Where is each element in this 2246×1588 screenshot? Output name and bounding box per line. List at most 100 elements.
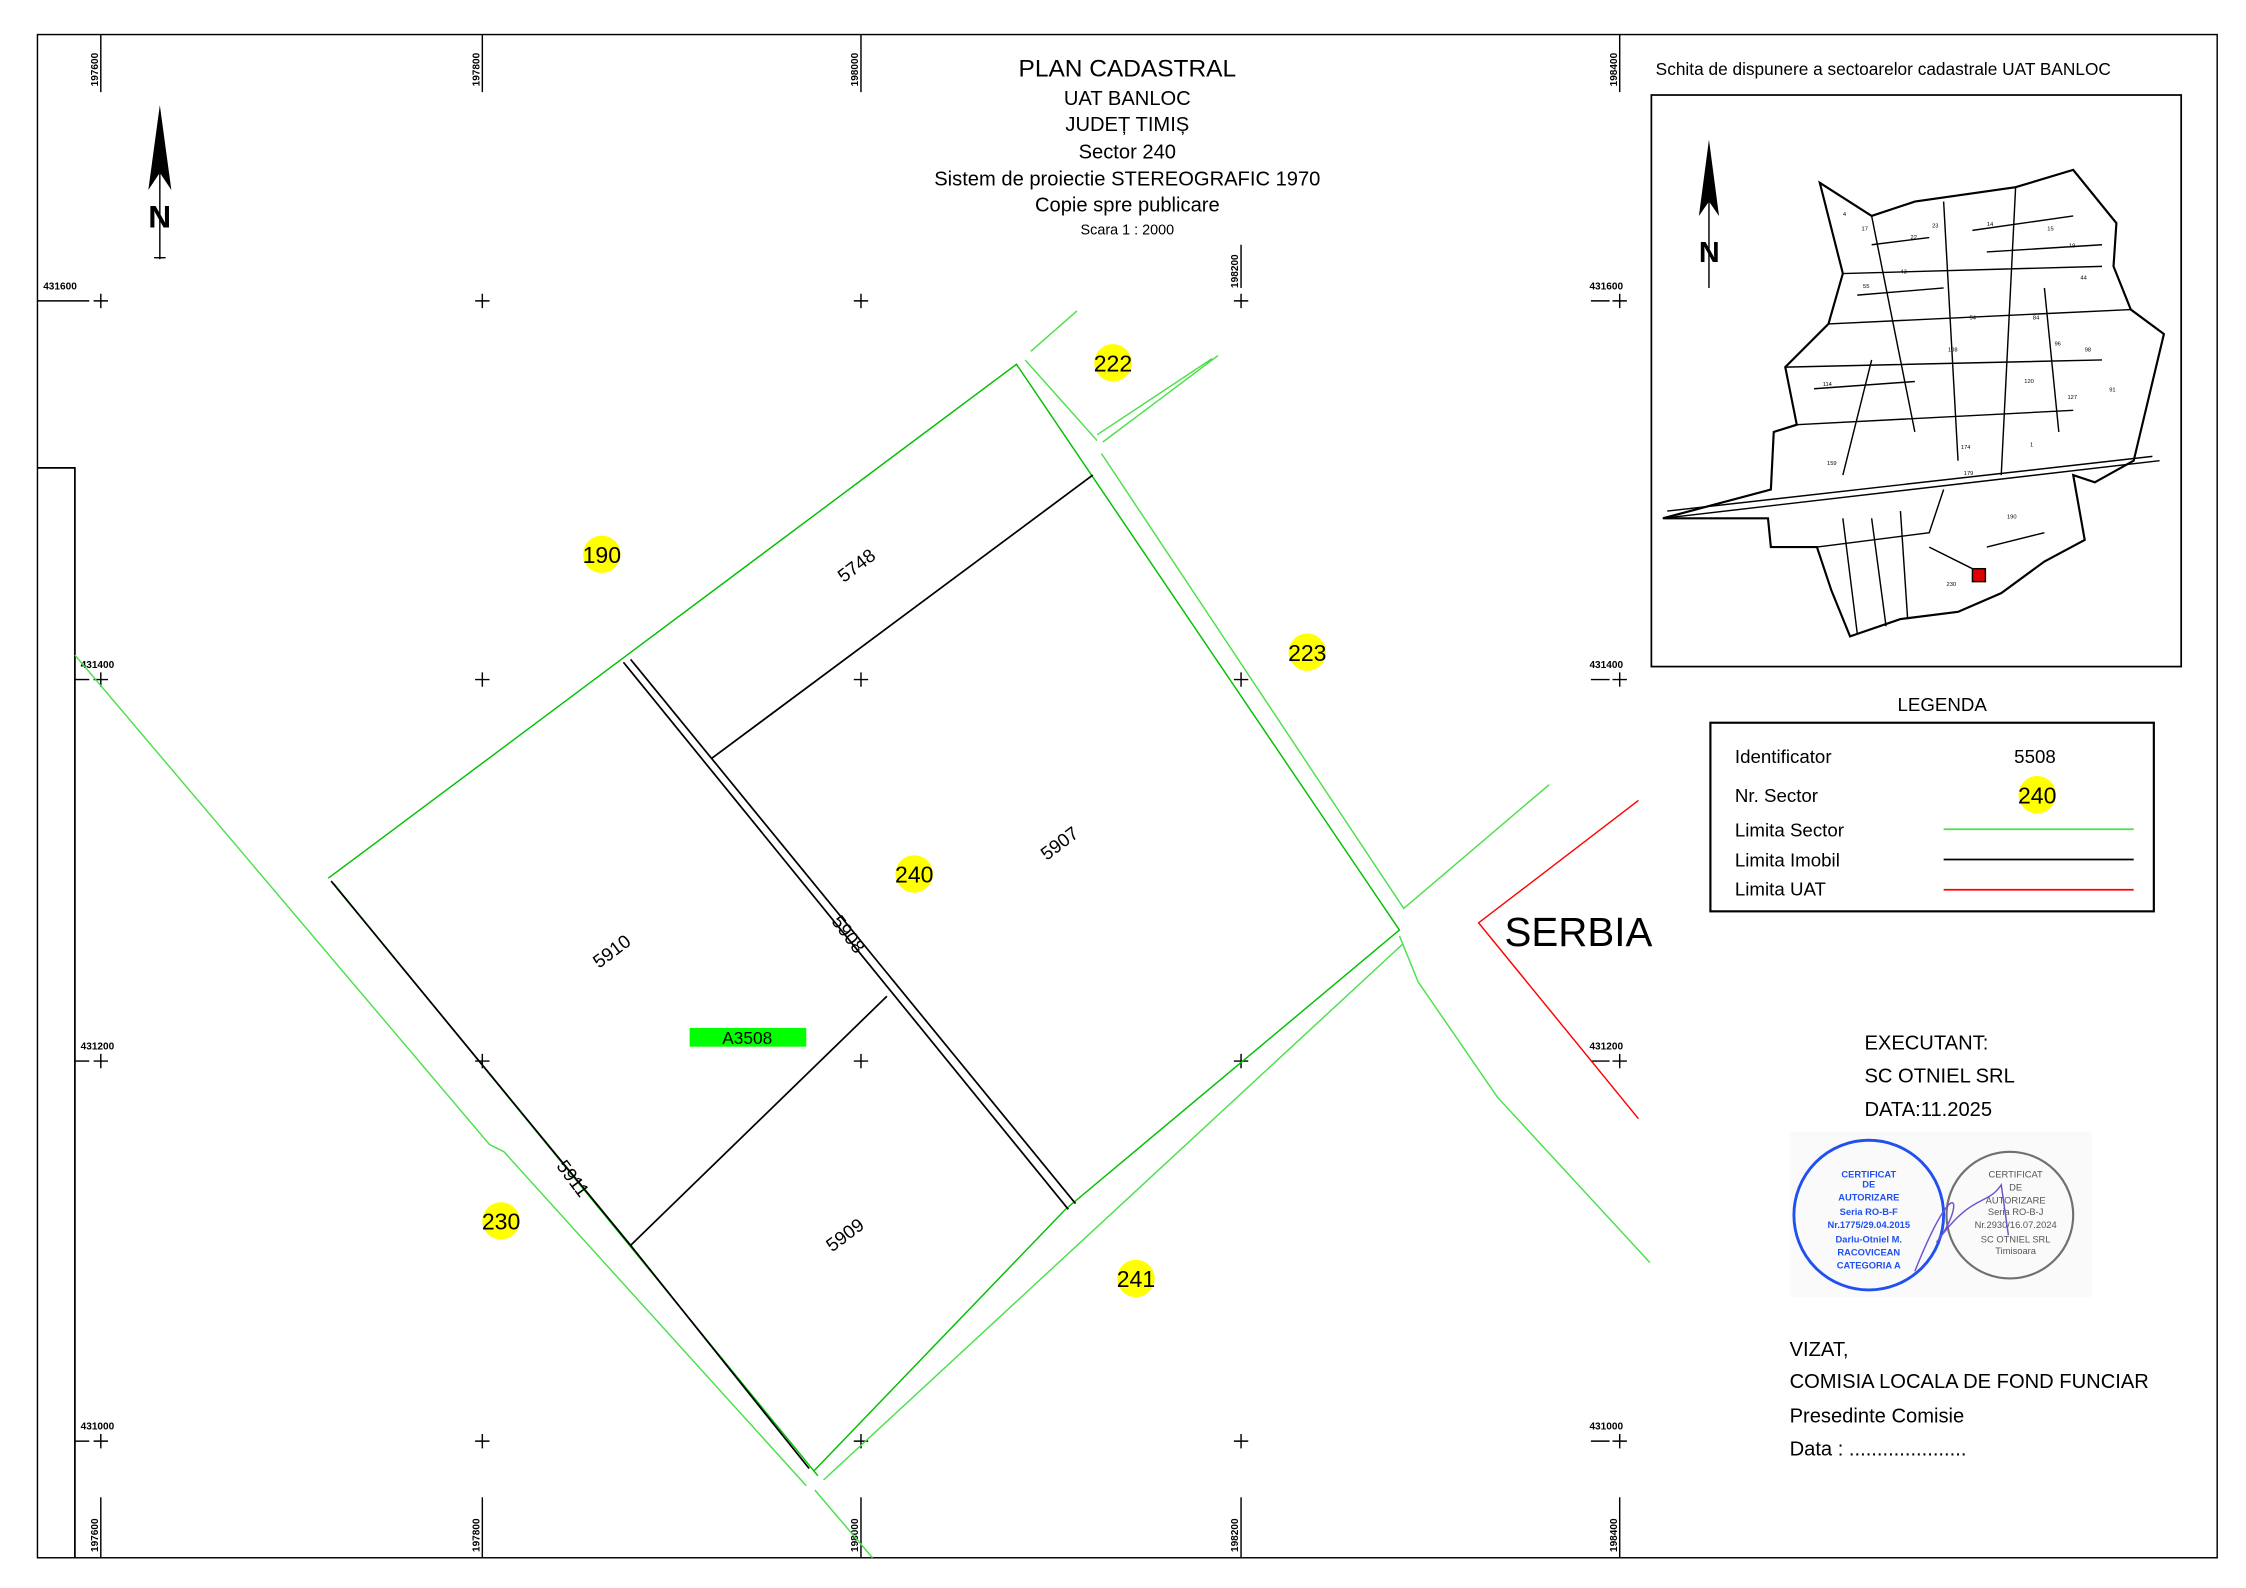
inset-label: 44 xyxy=(2080,275,2087,281)
sector-marker: 190 xyxy=(583,542,621,568)
x-tick-label: 198000 xyxy=(850,52,861,86)
map-frame xyxy=(36,33,2218,1559)
svg-text:SC OTNIEL SRL: SC OTNIEL SRL xyxy=(1981,1234,2051,1244)
inset-label: 120 xyxy=(2024,379,2034,385)
legend-identificator-label: Identificator xyxy=(1735,746,1832,767)
inset-label: 98 xyxy=(2085,347,2091,353)
x-tick-label: 197800 xyxy=(471,52,482,86)
x-tick-label: 197800 xyxy=(471,1518,482,1552)
legend-item-label: Limita UAT xyxy=(1735,878,1826,899)
inset-label: 127 xyxy=(2067,395,2077,401)
grid-cross xyxy=(853,293,869,309)
inset-label: 190 xyxy=(2007,514,2017,520)
svg-text:Nr.2930/16.07.2024: Nr.2930/16.07.2024 xyxy=(1975,1220,2057,1230)
inset-label: 14 xyxy=(1987,222,1994,228)
sector-markers: 190 222 223 240 230 241 xyxy=(482,344,1326,1298)
y-tick-label: 431000 xyxy=(81,1422,115,1433)
svg-text:AUTORIZARE: AUTORIZARE xyxy=(1986,1196,2046,1206)
title-block: PLAN CADASTRAL UAT BANLOC JUDEȚ TIMIȘ Se… xyxy=(934,55,1320,238)
x-tick-label: 197600 xyxy=(90,1518,101,1552)
north-label: N xyxy=(148,198,171,234)
inset-label: 19 xyxy=(2069,244,2075,250)
grid-x-labels-top: 197600 197800 198000 198200 198400 xyxy=(90,34,1621,288)
inset-label: 108 xyxy=(1948,347,1958,353)
uat-name: UAT BANLOC xyxy=(1064,88,1191,110)
parcel-label: 5908 xyxy=(828,911,870,957)
grid-y-labels: 431600 431400 431200 431000 431600 43140… xyxy=(37,281,1623,1442)
legend-identificator-value: 5508 xyxy=(2014,746,2056,767)
grid-cross xyxy=(93,293,109,309)
uat-limit xyxy=(1477,799,1639,1120)
x-tick-label: 198400 xyxy=(1609,52,1620,86)
inset-label: 159 xyxy=(1827,461,1837,467)
highlight-box xyxy=(689,1027,807,1047)
y-tick-label: 431200 xyxy=(81,1042,115,1053)
inset-label: 230 xyxy=(1947,582,1957,588)
grid-cross xyxy=(475,293,490,309)
vizat-date: Data : ..................... xyxy=(1790,1439,1967,1461)
commission-name: COMISIA LOCALA DE FOND FUNCIAR xyxy=(1790,1371,2149,1393)
inset-label: 54 xyxy=(1970,316,1977,322)
country-label: SERBIA xyxy=(1505,910,1653,955)
inset-label: 91 xyxy=(2109,388,2115,394)
svg-text:Seria RO-B-F: Seria RO-B-F xyxy=(1840,1207,1898,1217)
executant-company: SC OTNIEL SRL xyxy=(1864,1066,2014,1088)
x-tick-label: 198400 xyxy=(1609,1518,1620,1552)
svg-text:AUTORIZARE: AUTORIZARE xyxy=(1838,1193,1899,1203)
y-tick-label: 431200 xyxy=(1589,1042,1623,1053)
y-tick-label: 431600 xyxy=(43,281,77,292)
inset-map xyxy=(1662,168,2166,638)
x-tick-label: 198200 xyxy=(1230,1518,1241,1552)
copy-note: Copie spre publicare xyxy=(1035,195,1220,217)
inset-title: Schita de dispunere a sectoarelor cadast… xyxy=(1656,59,2111,79)
left-inner-border xyxy=(37,467,76,1558)
grid-cross xyxy=(853,672,869,687)
scale-label: Scara 1 : 2000 xyxy=(1081,223,1175,239)
parcel-label: 5910 xyxy=(589,930,635,972)
legend-title: LEGENDA xyxy=(1897,694,1987,715)
inset-label: 23 xyxy=(1932,223,1938,229)
x-tick-label: 198000 xyxy=(850,1518,861,1552)
grid-x-labels-bottom: 197600 197800 198000 198200 198400 xyxy=(90,1497,1621,1558)
inset-label: 1 xyxy=(2030,442,2033,448)
svg-text:DE: DE xyxy=(1862,1180,1875,1190)
signature xyxy=(1914,1182,2010,1272)
stamp-right: CERTIFICAT DE AUTORIZARE Seria RO-B-J Nr… xyxy=(1945,1150,2075,1280)
svg-text:RACOVICEAN: RACOVICEAN xyxy=(1837,1247,1900,1257)
page-title: PLAN CADASTRAL xyxy=(1019,55,1237,82)
inset-label: 96 xyxy=(2054,342,2060,348)
grid-cross xyxy=(1612,1053,1627,1069)
y-tick-label: 431400 xyxy=(81,660,115,671)
svg-text:Timisoara: Timisoara xyxy=(1995,1246,2036,1256)
grid-cross xyxy=(475,672,490,687)
legend-sector-label: Nr. Sector xyxy=(1735,785,1818,806)
sector-marker: 241 xyxy=(1117,1266,1155,1292)
grid-cross xyxy=(1612,1433,1627,1449)
svg-text:DE: DE xyxy=(2009,1183,2022,1193)
legend-box xyxy=(1709,721,2155,913)
inset-map-frame xyxy=(1650,94,2183,668)
y-tick-label: 431000 xyxy=(1589,1422,1623,1433)
inset-north-label: N xyxy=(1699,237,1720,269)
svg-text:Nr.1775/29.04.2015: Nr.1775/29.04.2015 xyxy=(1827,1220,1910,1230)
grid-cross xyxy=(1612,293,1627,309)
stamp-left: CERTIFICAT DE AUTORIZARE Seria RO-B-F Nr… xyxy=(1792,1138,1946,1292)
grid-cross xyxy=(853,1053,869,1069)
x-tick-label: 198200 xyxy=(1230,254,1241,288)
inset-label: 84 xyxy=(2033,316,2040,322)
grid-crosses xyxy=(93,293,1627,1449)
inset-label: 114 xyxy=(1823,382,1833,388)
sector-marker: 240 xyxy=(895,862,933,888)
x-tick-label: 197600 xyxy=(90,52,101,86)
legend-item-label: Limita Imobil xyxy=(1735,850,1840,871)
county-name: JUDEȚ TIMIȘ xyxy=(1065,114,1189,136)
inset-label: 179 xyxy=(1964,471,1974,477)
sector-marker: 230 xyxy=(482,1209,520,1235)
svg-text:CERTIFICAT: CERTIFICAT xyxy=(1841,1170,1896,1180)
sector-marker: 222 xyxy=(1094,350,1132,376)
projection-system: Sistem de proiectie STEREOGRAFIC 1970 xyxy=(934,169,1320,191)
inset-label: 55 xyxy=(1863,284,1869,290)
svg-text:CERTIFICAT: CERTIFICAT xyxy=(1989,1170,2043,1180)
